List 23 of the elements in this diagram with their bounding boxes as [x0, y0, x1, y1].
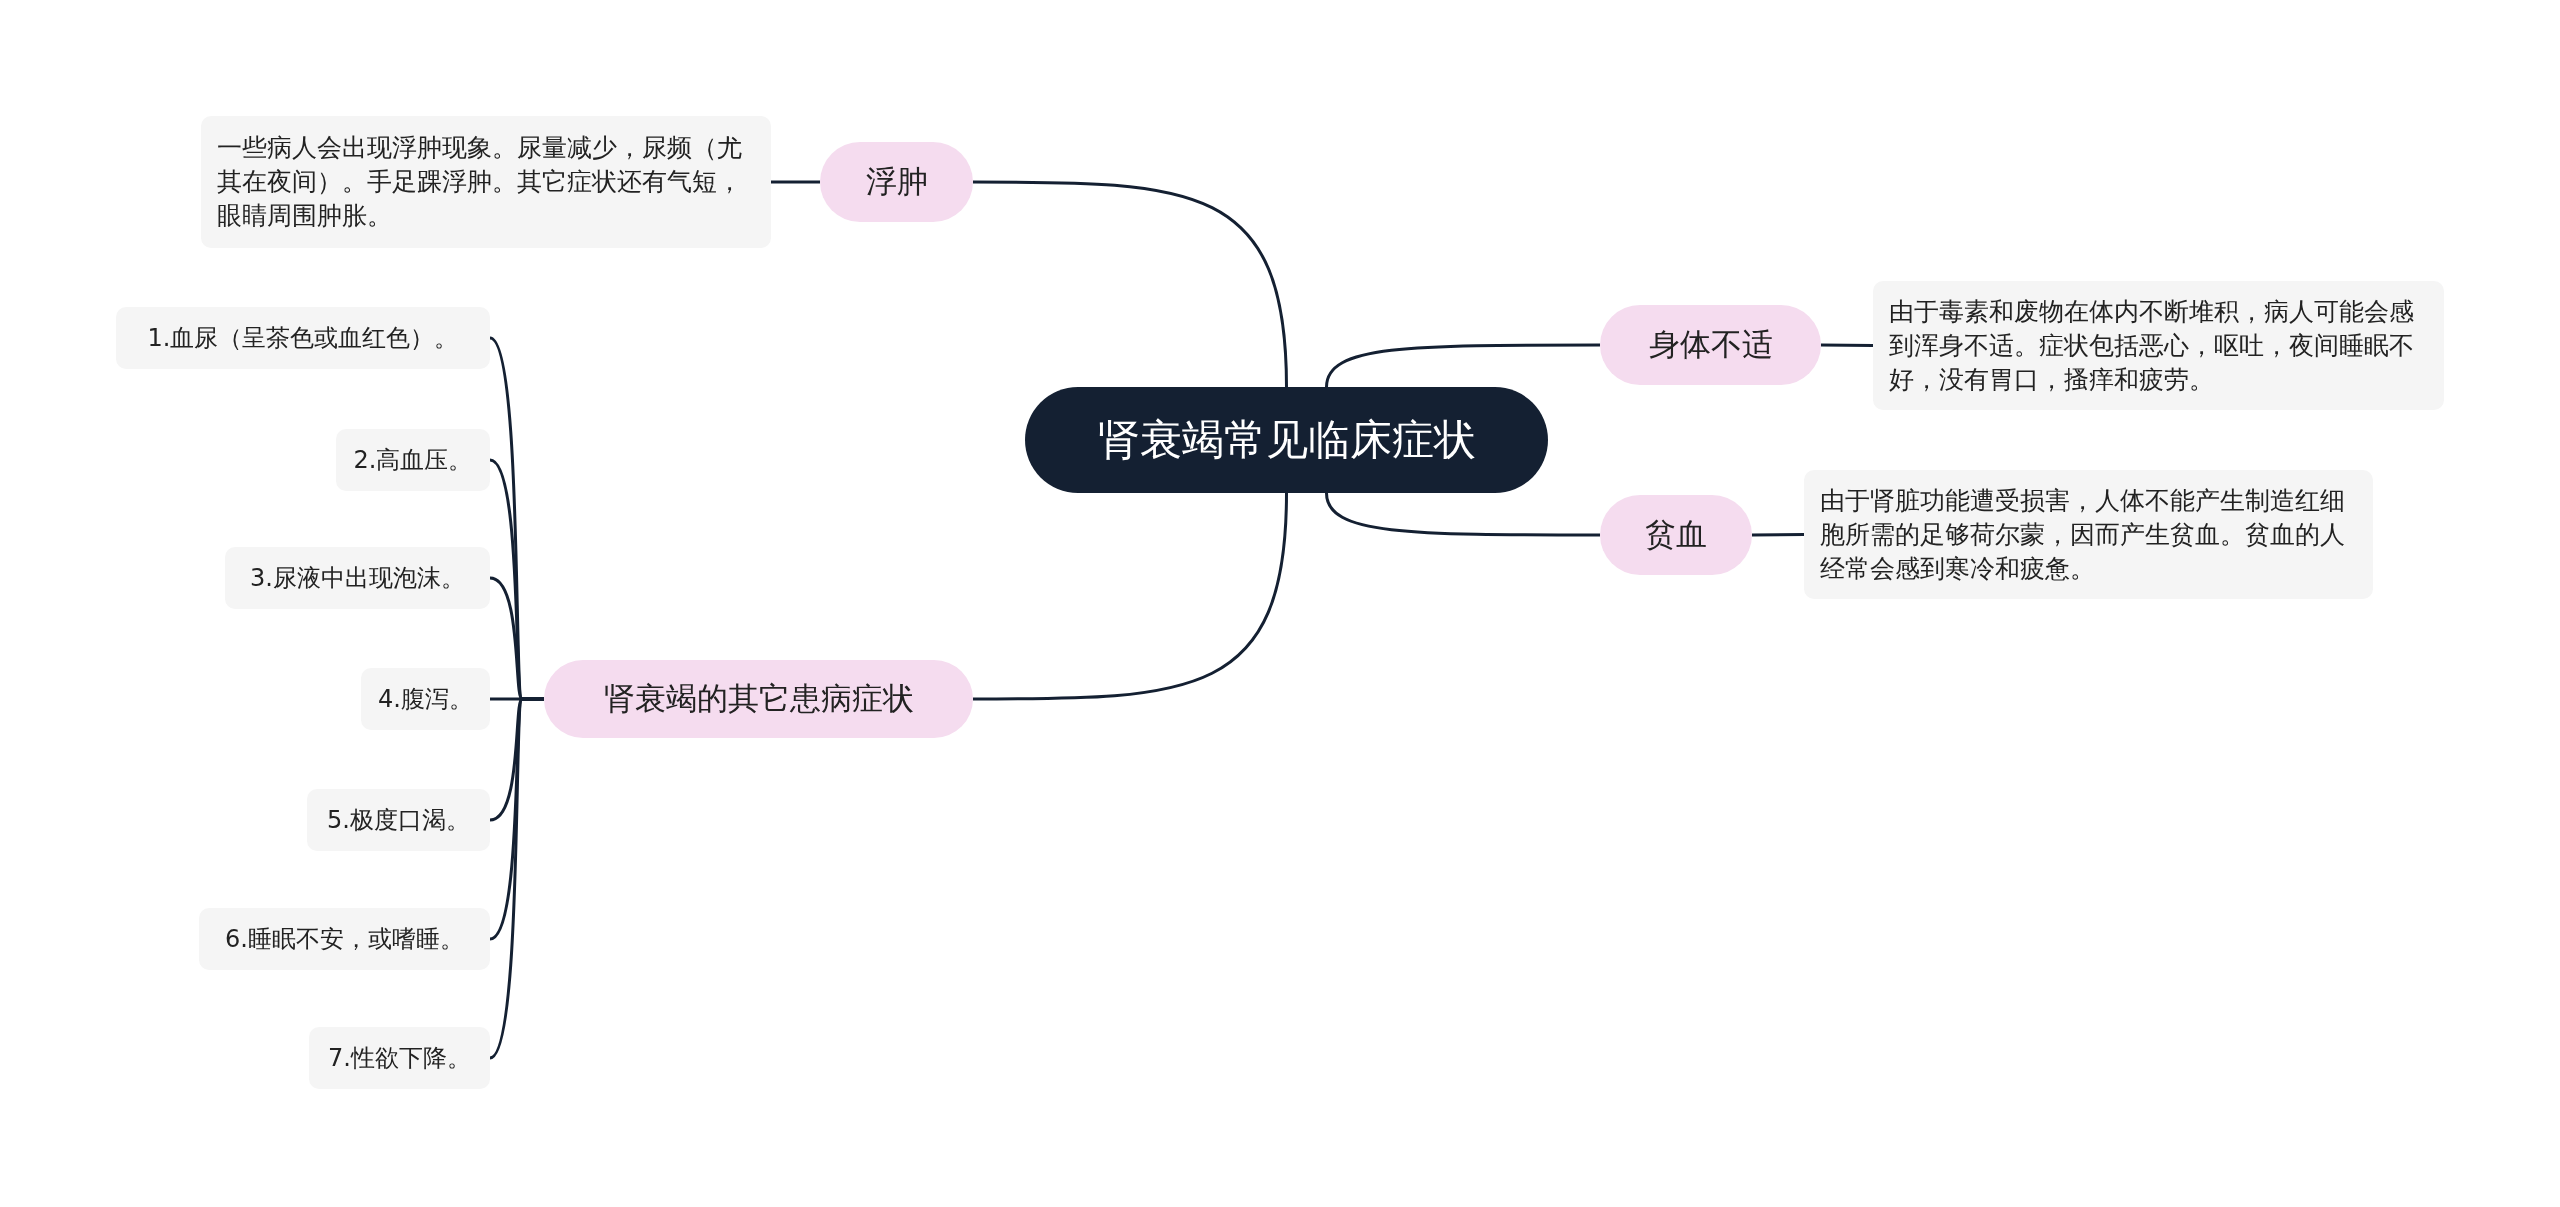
list-item: 4.腹泻。	[361, 668, 490, 730]
list-item: 6.睡眠不安，或嗜睡。	[199, 908, 490, 970]
topic-pill: 贫血	[1600, 495, 1752, 575]
list-item: 3.尿液中出现泡沫。	[225, 547, 490, 609]
connector-line	[1325, 492, 1600, 537]
connector-line	[771, 180, 820, 184]
note-card: 由于毒素和废物在体内不断堆积，病人可能会感到浑身不适。症状包括恶心，呕吐，夜间睡眠不好，没有胃口，搔痒和疲劳。	[1873, 281, 2444, 410]
topic-pill: 浮肿	[820, 142, 973, 222]
list-item: 1.血尿（呈茶色或血红色）。	[116, 307, 490, 369]
list-item: 5.极度口渴。	[307, 789, 490, 851]
list-item: 7.性欲下降。	[309, 1027, 490, 1089]
connector-line	[973, 492, 1288, 701]
topic-pill: 肾衰竭的其它患病症状	[544, 660, 973, 738]
connector-line	[1325, 343, 1600, 388]
topic-pill: 身体不适	[1600, 305, 1821, 385]
connector-line	[973, 180, 1288, 388]
note-card: 由于肾脏功能遭受损害，人体不能产生制造红细胞所需的足够荷尔蒙，因而产生贫血。贫血的人经常会感到寒冷和疲惫。	[1804, 470, 2373, 599]
connector-line	[1821, 343, 1873, 347]
list-item: 2.高血压。	[336, 429, 490, 491]
connector-line	[1752, 533, 1804, 537]
note-card: 一些病人会出现浮肿现象。尿量减少，尿频（尤其在夜间）。手足踝浮肿。其它症状还有气短，眼睛周围肿胀。	[201, 116, 771, 248]
connector-line	[488, 697, 544, 1060]
central-topic: 肾衰竭常见临床症状	[1025, 387, 1548, 493]
